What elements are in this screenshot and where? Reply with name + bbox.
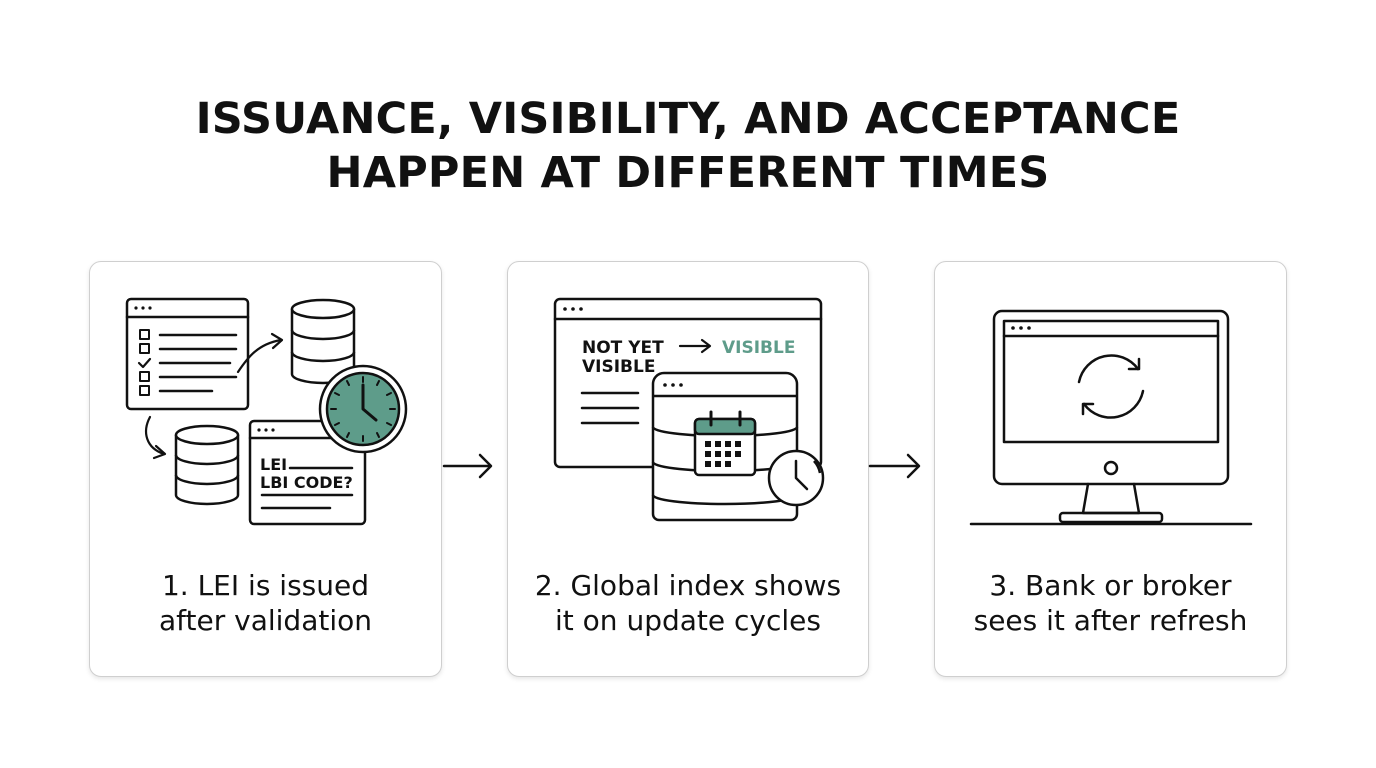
transition-arrow-icon <box>678 338 712 354</box>
next-step-arrow-icon <box>442 453 493 479</box>
step-1-caption: 1. LEI is issued after validation <box>159 569 372 637</box>
status-visible-old-label: VISIBLE <box>582 357 655 377</box>
status-not-yet-label: NOT YET <box>582 338 664 358</box>
database-icon <box>290 298 356 385</box>
refresh-icon <box>1077 354 1145 419</box>
lei-label: LEI <box>260 455 287 474</box>
step-2-caption: 2. Global index shows it on update cycle… <box>534 569 842 637</box>
visibility-illustration: NOT YET VISIBLE VISIBLE <box>553 297 825 522</box>
clock-icon <box>767 449 825 507</box>
acceptance-illustration <box>969 309 1253 526</box>
next-step-arrow-icon <box>868 453 921 479</box>
step-3-caption: 3. Bank or broker sees it after refresh <box>973 569 1248 637</box>
title-line-2: HAPPEN AT DIFFERENT TIMES <box>326 148 1050 198</box>
page-title: ISSUANCE, VISIBILITY, AND ACCEPTANCE HAP… <box>0 92 1376 200</box>
lei-code-label: LBI CODE? <box>260 473 353 492</box>
flow-arrow-icon <box>145 415 166 456</box>
database-icon <box>174 424 240 506</box>
step-card-acceptance: 3. Bank or broker sees it after refresh <box>934 261 1287 677</box>
calendar-icon <box>693 410 757 477</box>
issuance-illustration: LEI LBI CODE? <box>125 297 408 526</box>
monitor-icon <box>969 309 1253 526</box>
flow-arrow-icon <box>236 338 283 374</box>
checklist-window-icon <box>125 297 250 411</box>
title-line-1: ISSUANCE, VISIBILITY, AND ACCEPTANCE <box>195 94 1181 144</box>
step-card-visibility: NOT YET VISIBLE VISIBLE <box>507 261 869 677</box>
status-visible-label: VISIBLE <box>722 338 795 358</box>
document-window-icon <box>248 419 367 526</box>
clock-icon <box>318 364 408 454</box>
step-card-issuance: LEI LBI CODE? 1. LEI is issu <box>89 261 442 677</box>
